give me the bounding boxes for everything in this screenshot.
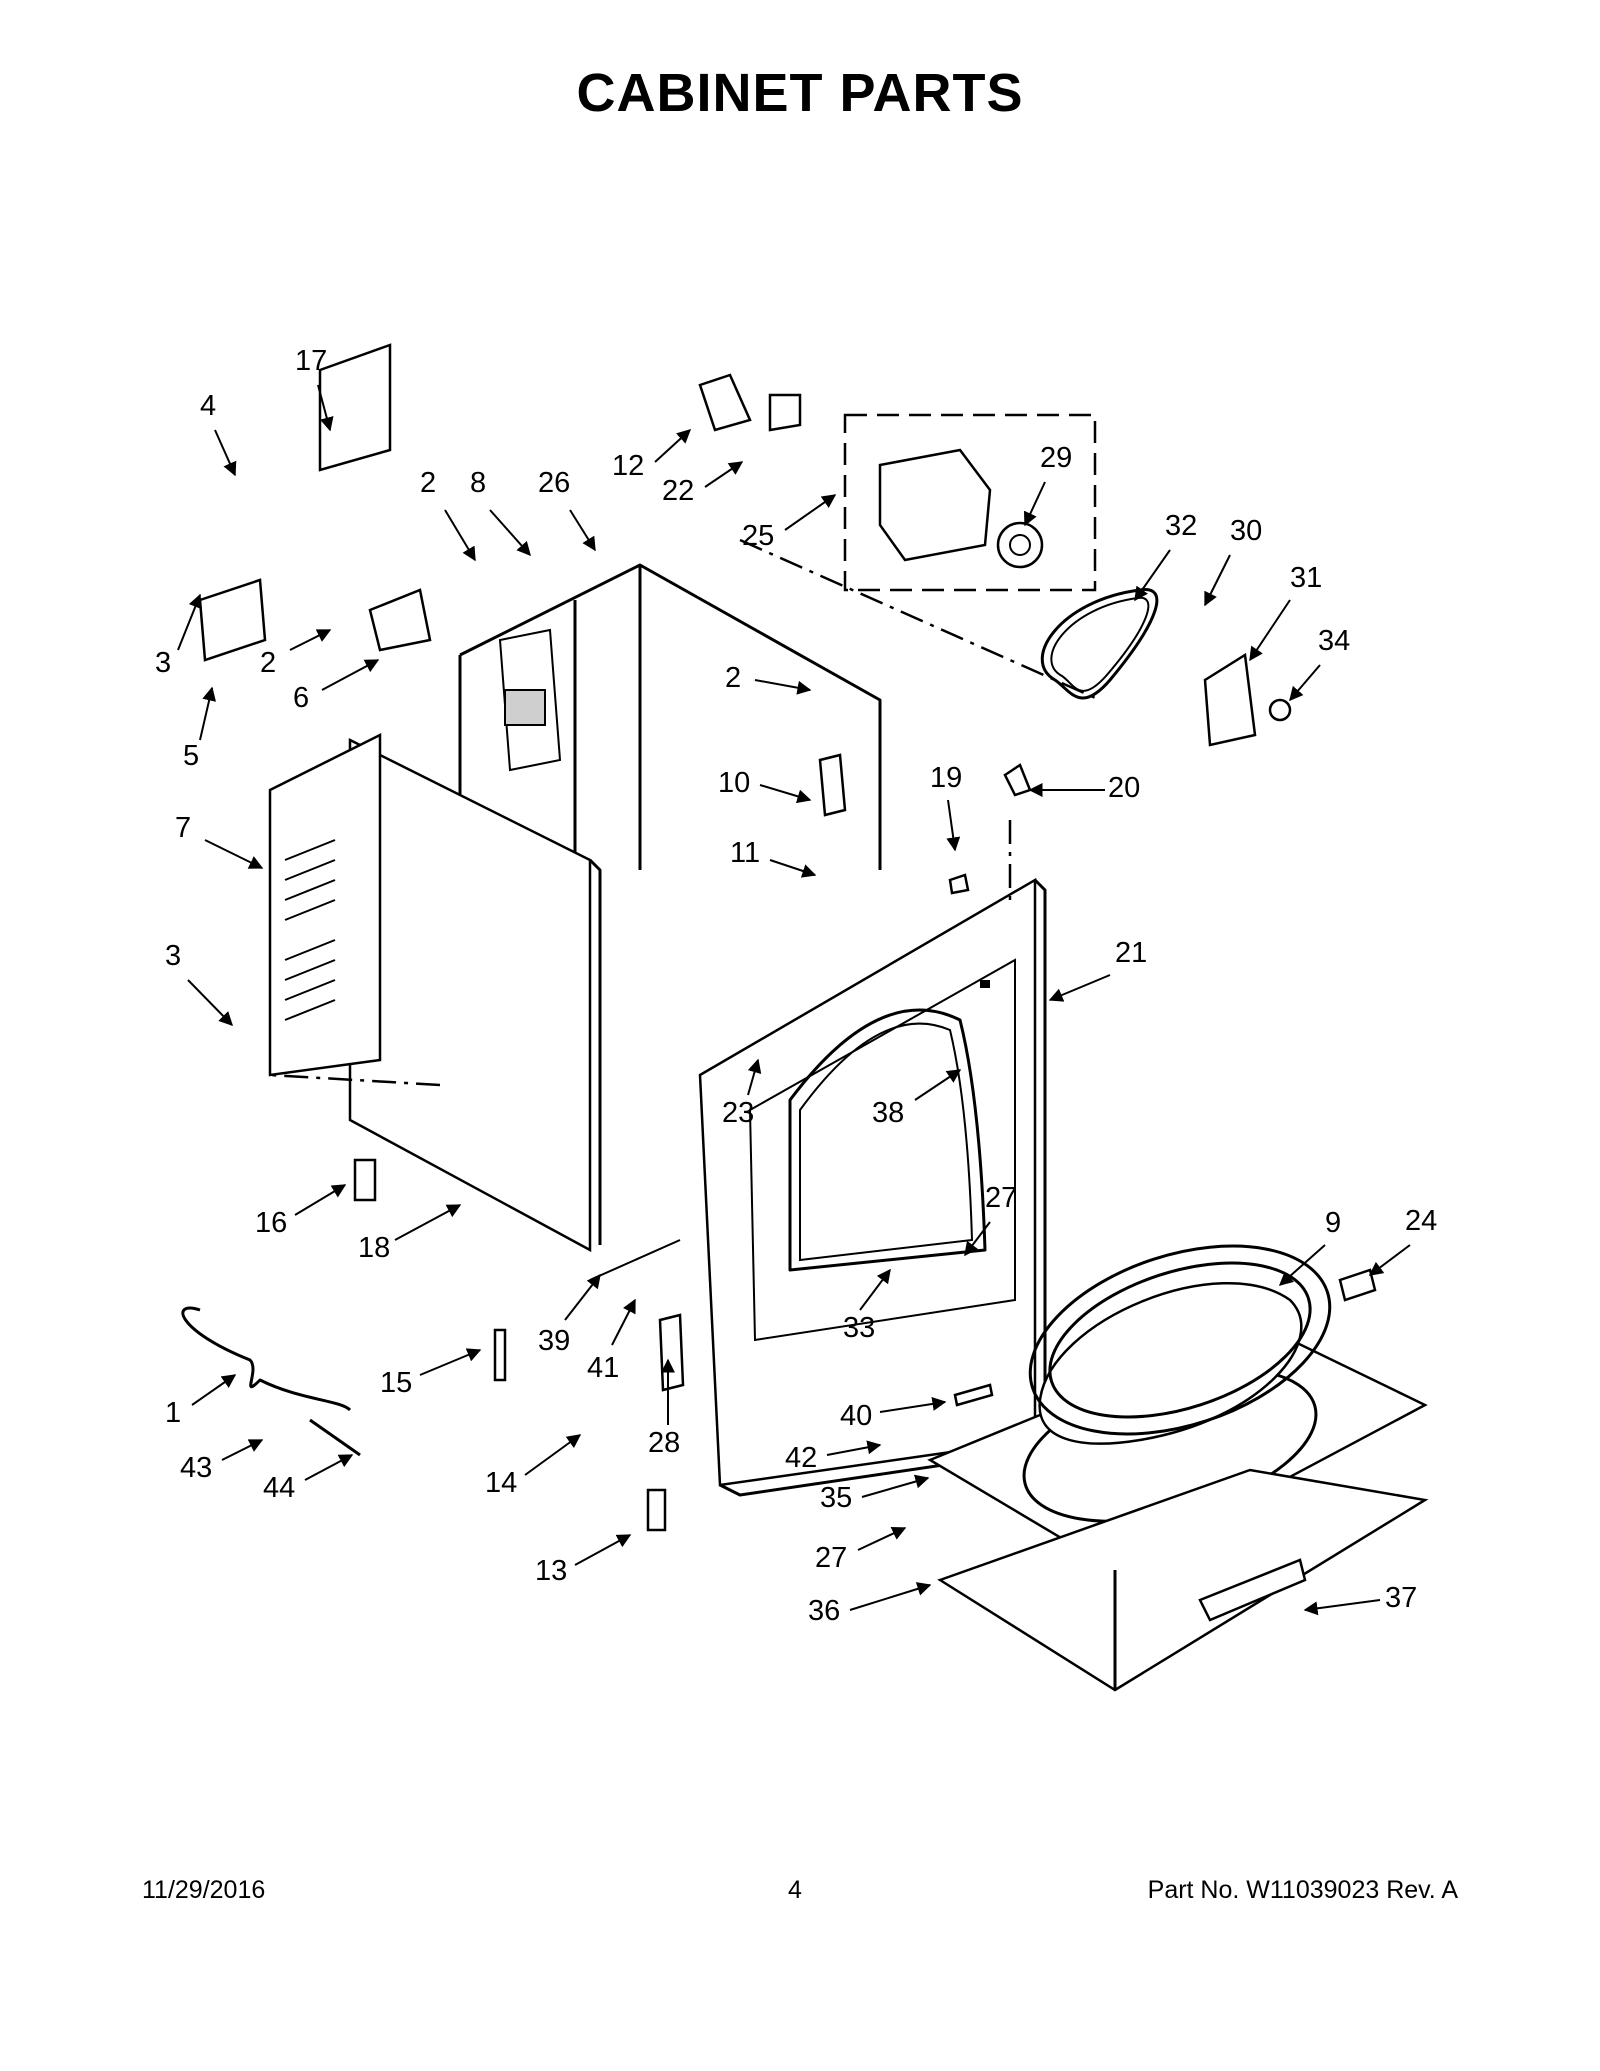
callout-2a: 2 [420, 467, 436, 499]
callout-2b: 2 [260, 647, 276, 679]
callout-5: 5 [183, 740, 199, 772]
callout-4: 4 [200, 390, 216, 422]
front-panel [698, 877, 1047, 1497]
callout-16: 16 [255, 1207, 287, 1239]
callout-34: 34 [1318, 625, 1350, 657]
page-title: CABINET PARTS [576, 63, 1024, 123]
callout-labels: 1 2 2 2 3 3 4 5 6 7 8 9 10 11 12 13 14 1… [155, 345, 1437, 1627]
callout-40: 40 [840, 1400, 872, 1432]
footer-date: 11/29/2016 [142, 1876, 266, 1904]
callout-44: 44 [263, 1472, 295, 1504]
callout-36: 36 [808, 1595, 840, 1627]
callout-3a: 3 [155, 647, 171, 679]
callout-25: 25 [742, 520, 774, 552]
callout-21: 21 [1115, 937, 1147, 969]
callout-6: 6 [293, 682, 309, 714]
callout-10: 10 [718, 767, 750, 799]
callout-26: 26 [538, 467, 570, 499]
callout-14: 14 [485, 1467, 517, 1499]
small-parts [181, 343, 1377, 1532]
cabinet-frame [458, 563, 882, 870]
footer-part-number: Part No. W11039023 Rev. A [1147, 1876, 1458, 1904]
callout-30: 30 [1230, 515, 1262, 547]
callout-19: 19 [930, 762, 962, 794]
callout-42: 42 [785, 1442, 817, 1474]
callout-7: 7 [175, 812, 191, 844]
callout-9: 9 [1325, 1207, 1341, 1239]
drive-belt [1040, 588, 1159, 700]
base-assembly [927, 1282, 1429, 1692]
callout-13: 13 [535, 1555, 567, 1587]
callout-8: 8 [470, 467, 486, 499]
callout-1: 1 [165, 1397, 181, 1429]
callout-37: 37 [1385, 1582, 1417, 1614]
callout-27b: 27 [815, 1542, 847, 1574]
callout-27a: 27 [985, 1182, 1017, 1214]
side-panel [348, 737, 602, 1253]
callout-32: 32 [1165, 510, 1197, 542]
motor-assembly [843, 413, 1097, 592]
callout-20: 20 [1108, 772, 1140, 804]
footer-page-number: 4 [788, 1876, 802, 1904]
callout-28: 28 [648, 1427, 680, 1459]
callout-18: 18 [358, 1232, 390, 1264]
callout-29: 29 [1040, 442, 1072, 474]
callout-12: 12 [612, 450, 644, 482]
callout-3b: 3 [165, 940, 181, 972]
callout-31: 31 [1290, 562, 1322, 594]
callout-39: 39 [538, 1325, 570, 1357]
callout-2c: 2 [725, 662, 741, 694]
callout-15: 15 [380, 1367, 412, 1399]
callout-11: 11 [730, 837, 760, 869]
callout-33: 33 [843, 1312, 875, 1344]
callout-41: 41 [587, 1352, 619, 1384]
callout-35: 35 [820, 1482, 852, 1514]
rear-panel [268, 732, 382, 1077]
callout-23: 23 [722, 1097, 754, 1129]
idler-bracket [1203, 652, 1292, 747]
callout-24: 24 [1405, 1205, 1437, 1237]
callout-38: 38 [872, 1097, 904, 1129]
callout-43: 43 [180, 1452, 212, 1484]
callout-22: 22 [662, 475, 694, 507]
blower-seal-ring [1028, 1244, 1332, 1436]
callout-17: 17 [295, 345, 327, 377]
